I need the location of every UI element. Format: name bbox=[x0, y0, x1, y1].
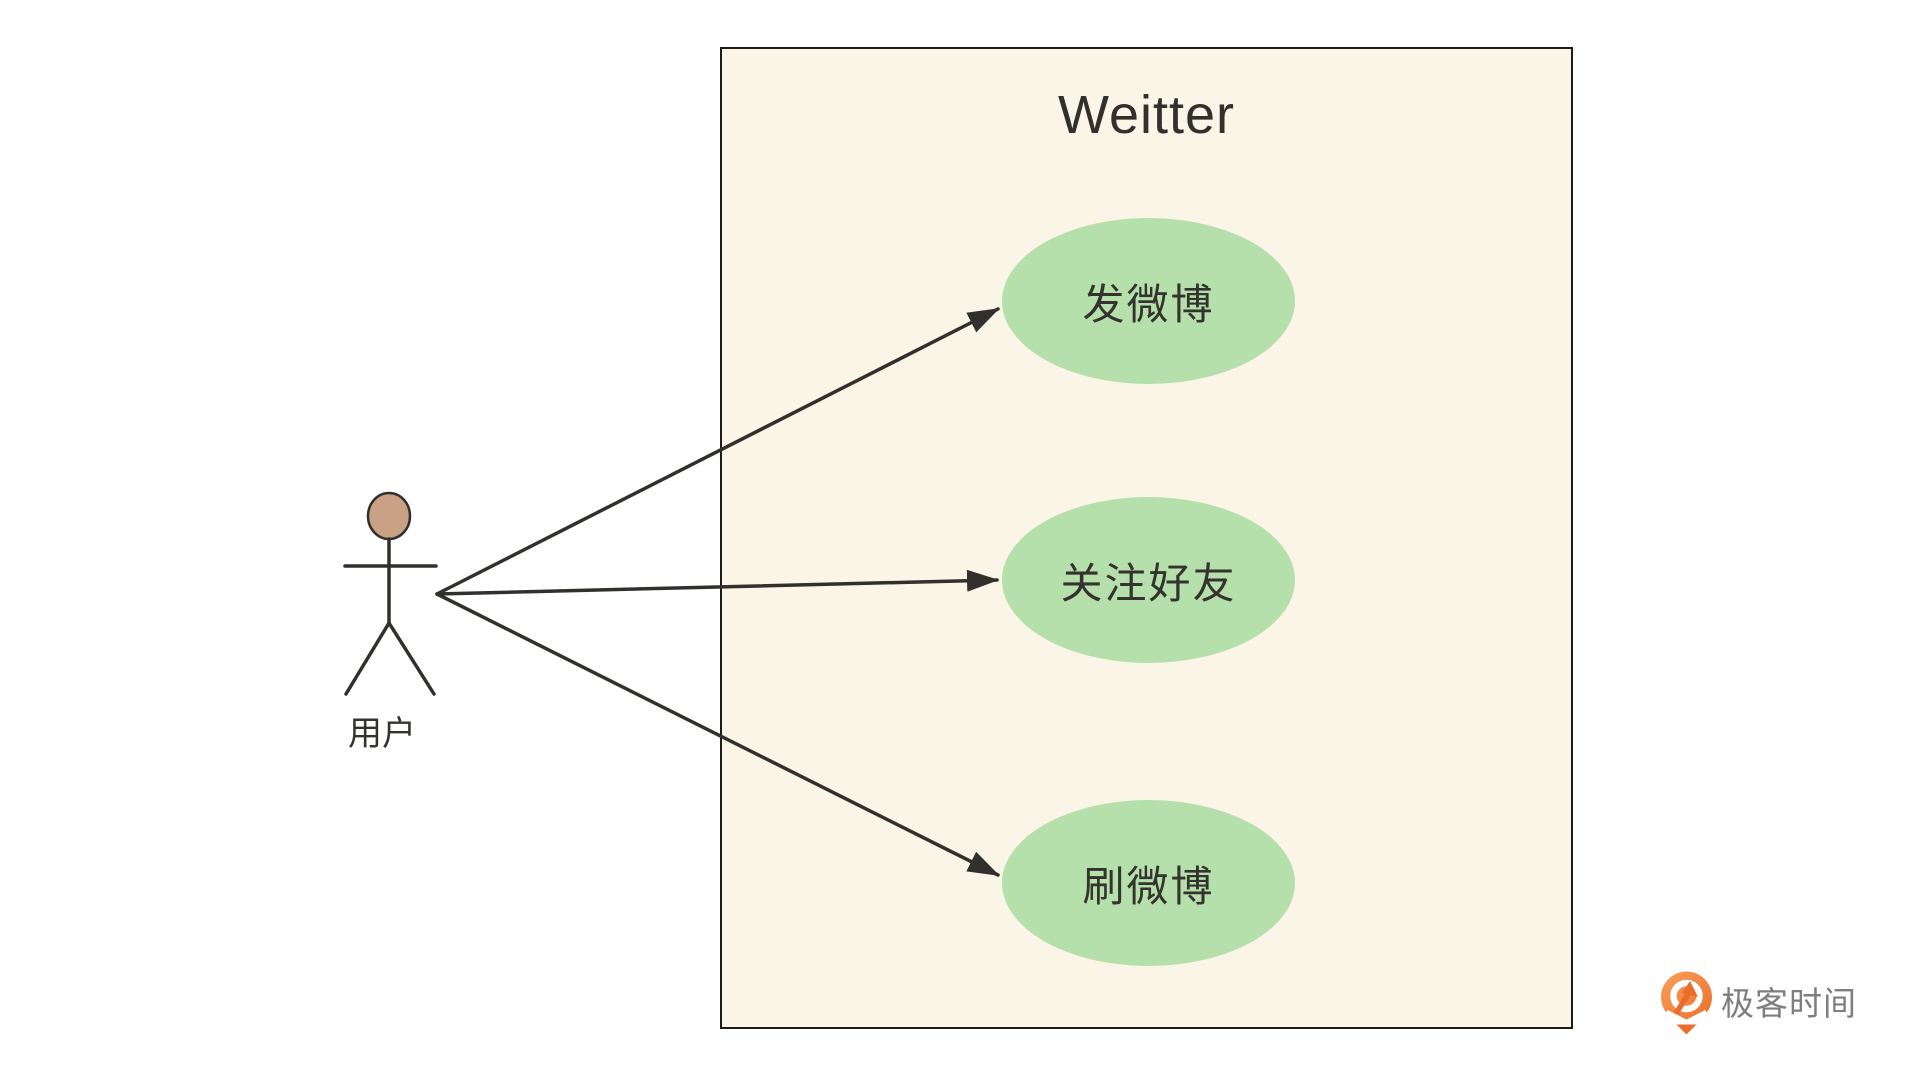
arrow-to-follow-friends bbox=[435, 569, 999, 596]
system-title: Weitter bbox=[1057, 85, 1236, 145]
arrow-to-post-weibo bbox=[435, 307, 1000, 596]
use-case-label: 关注好友 bbox=[1060, 559, 1237, 607]
actor-label: 用户 bbox=[348, 715, 416, 753]
use-case-follow-friends: 关注好友 bbox=[1002, 497, 1295, 663]
geektime-logo: 极客时间 bbox=[1660, 971, 1857, 1035]
actor-head bbox=[366, 491, 412, 541]
actor-right-leg bbox=[387, 621, 436, 696]
arrow-to-browse-weibo bbox=[435, 592, 1000, 877]
actor-left-leg bbox=[344, 621, 391, 696]
actor-figure bbox=[343, 491, 438, 696]
use-case-label: 发微博 bbox=[1082, 280, 1215, 328]
geektime-logo-text: 极客时间 bbox=[1721, 984, 1857, 1022]
use-case-post-weibo: 发微博 bbox=[1002, 218, 1295, 384]
geektime-logo-icon bbox=[1661, 971, 1712, 1035]
use-case-browse-weibo: 刷微博 bbox=[1002, 800, 1295, 966]
association-arrows bbox=[435, 307, 1000, 877]
use-case-label: 刷微博 bbox=[1082, 862, 1215, 910]
